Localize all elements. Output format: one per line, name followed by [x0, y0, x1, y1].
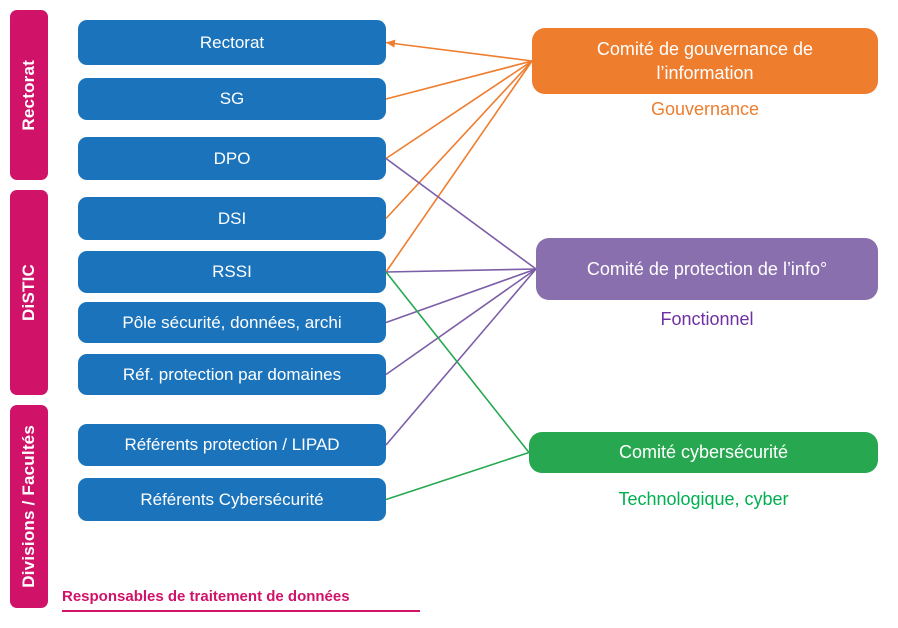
unit-label: Référents Cybersécurité: [140, 489, 324, 509]
connector-protection-dpo: [385, 157, 537, 270]
committee-label-gouvernance: Comité de gouvernance de l’information: [596, 38, 814, 83]
unit-label: Rectorat: [199, 32, 265, 52]
connector-protection-ref-lipad: [385, 268, 537, 446]
connector-gouvernance-rssi: [385, 60, 533, 273]
unit-box-referents-protection-lipad: Référents protection / LIPAD: [78, 424, 386, 466]
unit-label: Pôle sécurité, données, archi: [122, 312, 342, 332]
unit-box-dsi: DSI: [78, 197, 386, 240]
connector-gouvernance-rectorat: [385, 39, 533, 62]
committee-label-cybersecurite: Comité cybersécurité: [618, 442, 789, 463]
unit-box-sg: SG: [78, 78, 386, 120]
group-bar-rectorat: Rectorat: [10, 10, 48, 180]
group-label-rectorat: Rectorat: [19, 59, 38, 131]
committee-label-protection: Comité de protection de l’info°: [586, 258, 828, 279]
committee-box-protection: Comité de protection de l’info°: [536, 238, 878, 300]
connector-gouvernance-dsi: [385, 60, 533, 220]
unit-label: Référents protection / LIPAD: [124, 435, 340, 454]
group-label-distic: DiSTIC: [19, 264, 38, 321]
unit-box-referents-cybersecurite: Référents Cybersécurité: [78, 478, 386, 521]
unit-box-dpo: DPO: [78, 137, 386, 180]
unit-box-pole-securite: Pôle sécurité, données, archi: [78, 302, 386, 343]
group-bar-distic: DiSTIC: [10, 190, 48, 395]
committee-box-cybersecurite: Comité cybersécurité: [529, 432, 878, 473]
connector-gouvernance-dpo: [385, 60, 533, 160]
connector-protection-rssi: [385, 268, 537, 273]
committee-tag-gouvernance: Gouvernance: [650, 99, 760, 119]
unit-label: DSI: [217, 208, 247, 228]
connector-gouvernance-sg: [385, 60, 533, 100]
group-label-divisions-facultes: Divisions / Facultés: [19, 425, 38, 588]
unit-label: DPO: [213, 148, 251, 168]
group-bar-divisions-facultes: Divisions / Facultés: [10, 405, 48, 608]
unit-label: RSSI: [212, 262, 252, 281]
committee-box-gouvernance: Comité de gouvernance de l’information: [532, 28, 878, 94]
connector-protection-ref-domaines: [385, 268, 537, 376]
unit-box-ref-protection-domaines: Réf. protection par domaines: [78, 354, 386, 395]
unit-box-rssi: RSSI: [78, 251, 386, 293]
unit-label: Réf. protection par domaines: [122, 364, 342, 384]
connector-cyber-ref-cyber: [385, 451, 530, 501]
committee-tag-cybersecurite: Technologique, cyber: [618, 489, 789, 509]
connector-cyber-rssi: [385, 271, 530, 453]
unit-box-rectorat: Rectorat: [78, 20, 386, 65]
footer-note: Responsables de traitement de données: [62, 588, 420, 612]
unit-label: SG: [219, 89, 245, 108]
committee-tag-protection: Fonctionnel: [660, 309, 754, 329]
connector-protection-pole: [385, 268, 537, 324]
